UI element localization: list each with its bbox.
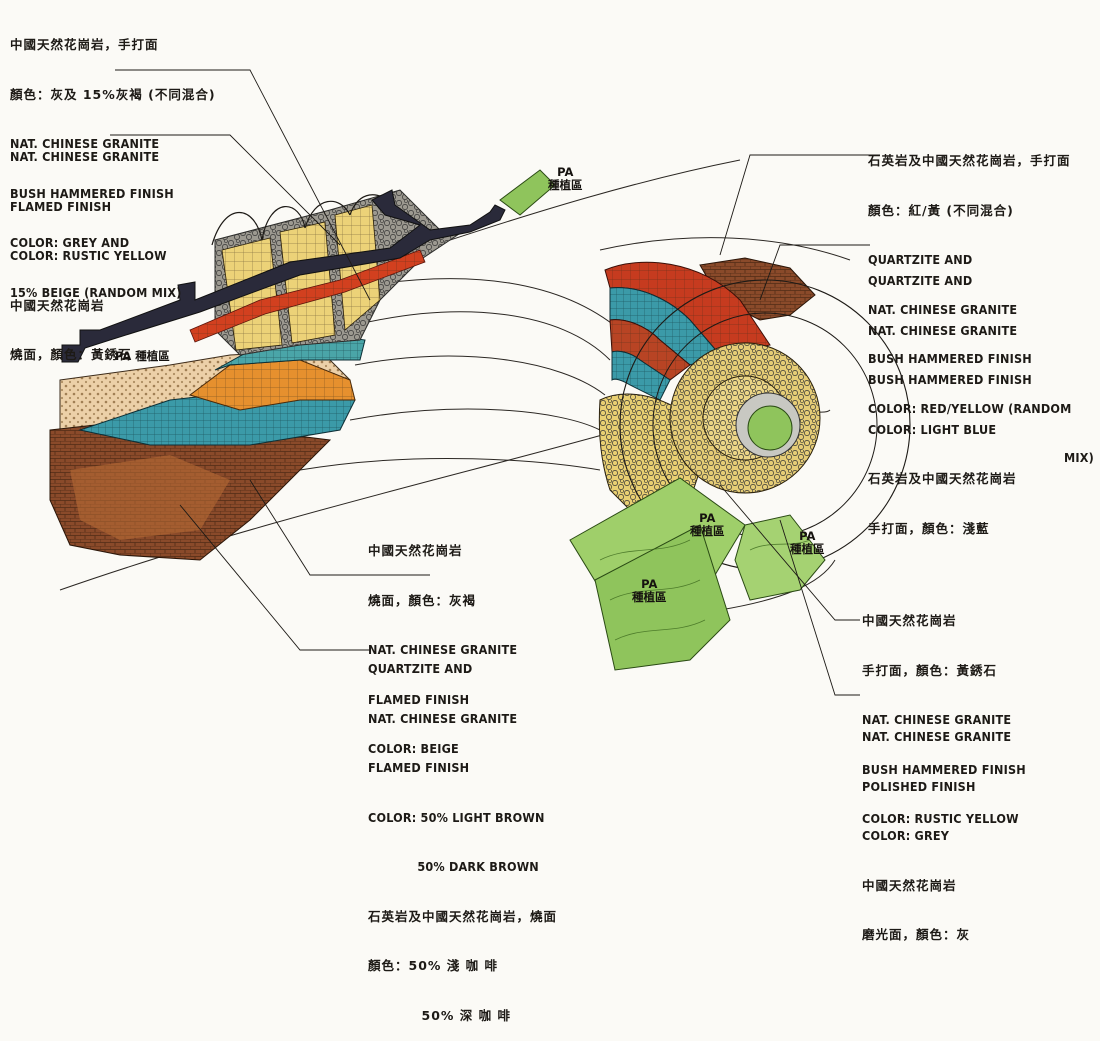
note-line: QUARTZITE AND <box>368 661 473 676</box>
planting-label-right-a: PA 種植區 <box>690 511 725 538</box>
note-line: NAT. CHINESE GRANITE <box>868 322 1018 338</box>
note-light-blue: QUARTZITE AND NAT. CHINESE GRANITE BUSH … <box>868 240 1032 554</box>
planting-fan-c <box>734 514 826 601</box>
note-line: NAT. CHINESE GRANITE <box>862 729 1012 744</box>
note-line: COLOR: RED/YELLOW (RANDOM <box>868 400 1072 416</box>
note-line: NAT. CHINESE GRANITE <box>368 710 518 726</box>
note-line: 中國天然花崗岩 <box>862 877 957 893</box>
note-line: NAT. CHINESE GRANITE <box>10 136 160 151</box>
note-line: BUSH HAMMERED FINISH <box>868 372 1032 387</box>
note-line: 中國天然花崗岩 <box>862 613 957 628</box>
planting-circle <box>747 405 793 451</box>
note-line: COLOR: LIGHT BLUE <box>868 421 997 437</box>
note-line: NAT. CHINESE GRANITE <box>868 301 1018 317</box>
note-line: NAT. CHINESE GRANITE <box>368 642 518 657</box>
note-line: 燒面，顏色：灰褐 <box>368 592 477 608</box>
left-paving-area <box>49 169 556 561</box>
note-line: NAT. CHINESE GRANITE <box>10 149 160 164</box>
note-line: 中國天然花崗岩，手打面 <box>10 37 159 52</box>
note-line: MIX) <box>1064 450 1094 465</box>
note-line: BUSH HAMMERED FINISH <box>10 185 174 201</box>
note-line: 中國天然花崗岩 <box>368 543 463 558</box>
planting-label-right-b: PA 種植區 <box>632 577 667 604</box>
note-line: COLOR: BEIGE <box>368 741 459 756</box>
note-line: 50% 深 咖 啡 <box>368 1007 511 1023</box>
leader-lines <box>110 69 880 696</box>
note-line: 手打面，顏色：黃銹石 <box>862 662 998 678</box>
note-line: 磨光面，顏色：灰 <box>862 927 971 942</box>
note-rustic-yellow-flamed: NAT. CHINESE GRANITE FLAMED FINISH COLOR… <box>10 116 167 380</box>
note-line: QUARTZITE AND <box>868 252 973 267</box>
planting-label-right-c: PA 種植區 <box>790 529 825 556</box>
note-line: 顏色：紅/黃 (不同混合) <box>868 202 1014 218</box>
note-line: FLAMED FINISH <box>10 198 112 214</box>
note-line: COLOR: RUSTIC YELLOW <box>10 248 167 263</box>
note-line: POLISHED FINISH <box>862 778 976 794</box>
note-line: 顏色：50% 淺 咖 啡 <box>368 958 498 973</box>
note-line: COLOR: GREY AND <box>10 235 130 250</box>
note-line: NAT. CHINESE GRANITE <box>862 712 1012 727</box>
note-line: BUSH HAMMERED FINISH <box>862 761 1026 777</box>
planting-fan-b <box>594 524 731 671</box>
note-line: 顏色：灰及 15%灰褐 (不同混合) <box>10 86 216 102</box>
note-line: 15% BEIGE (RANDOM MIX) <box>10 284 182 300</box>
note-line: FLAMED FINISH <box>368 760 470 775</box>
note-line: FLAMED FINISH <box>368 691 470 707</box>
note-line: COLOR: GREY <box>862 828 950 843</box>
note-line: QUARTZITE AND <box>868 273 973 288</box>
planting-label-top: PA 種植區 <box>548 165 583 192</box>
planting-top <box>499 169 556 216</box>
note-line: 50% DARK BROWN <box>368 859 539 874</box>
right-paving-area <box>569 257 911 671</box>
note-polished-grey: NAT. CHINESE GRANITE POLISHED FINISH COL… <box>862 696 1011 960</box>
wall-outline <box>61 189 506 363</box>
note-line: 石英岩及中國天然花崗岩，手打面 <box>868 153 1071 168</box>
note-line: 燒面，顏色：黃銹石 <box>10 347 132 362</box>
note-line: COLOR: 50% LIGHT BROWN <box>368 809 545 825</box>
note-beige-flamed: 中國天然花崗岩 燒面，顏色：灰褐 NAT. CHINESE GRANITE FL… <box>368 510 517 774</box>
note-grey-granite: 中國天然花崗岩，手打面 顏色：灰及 15%灰褐 (不同混合) NAT. CHIN… <box>10 4 216 318</box>
note-line: 中國天然花崗岩 <box>10 297 105 313</box>
note-red-yellow: 石英岩及中國天然花崗岩，手打面 顏色：紅/黃 (不同混合) QUARTZITE … <box>868 120 1094 483</box>
paving-plan-sketch <box>49 69 911 696</box>
note-line: 石英岩及中國天然花崗岩，燒面 <box>368 908 558 924</box>
note-line: BUSH HAMMERED FINISH <box>868 351 1032 366</box>
note-line: 石英岩及中國天然花崗岩 <box>868 471 1017 486</box>
note-line: 手打面，顏色：淺藍 <box>868 520 990 536</box>
note-brown-flamed: QUARTZITE AND NAT. CHINESE GRANITE FLAME… <box>368 628 557 1041</box>
planting-label-left: PA 種植區 <box>115 349 170 363</box>
